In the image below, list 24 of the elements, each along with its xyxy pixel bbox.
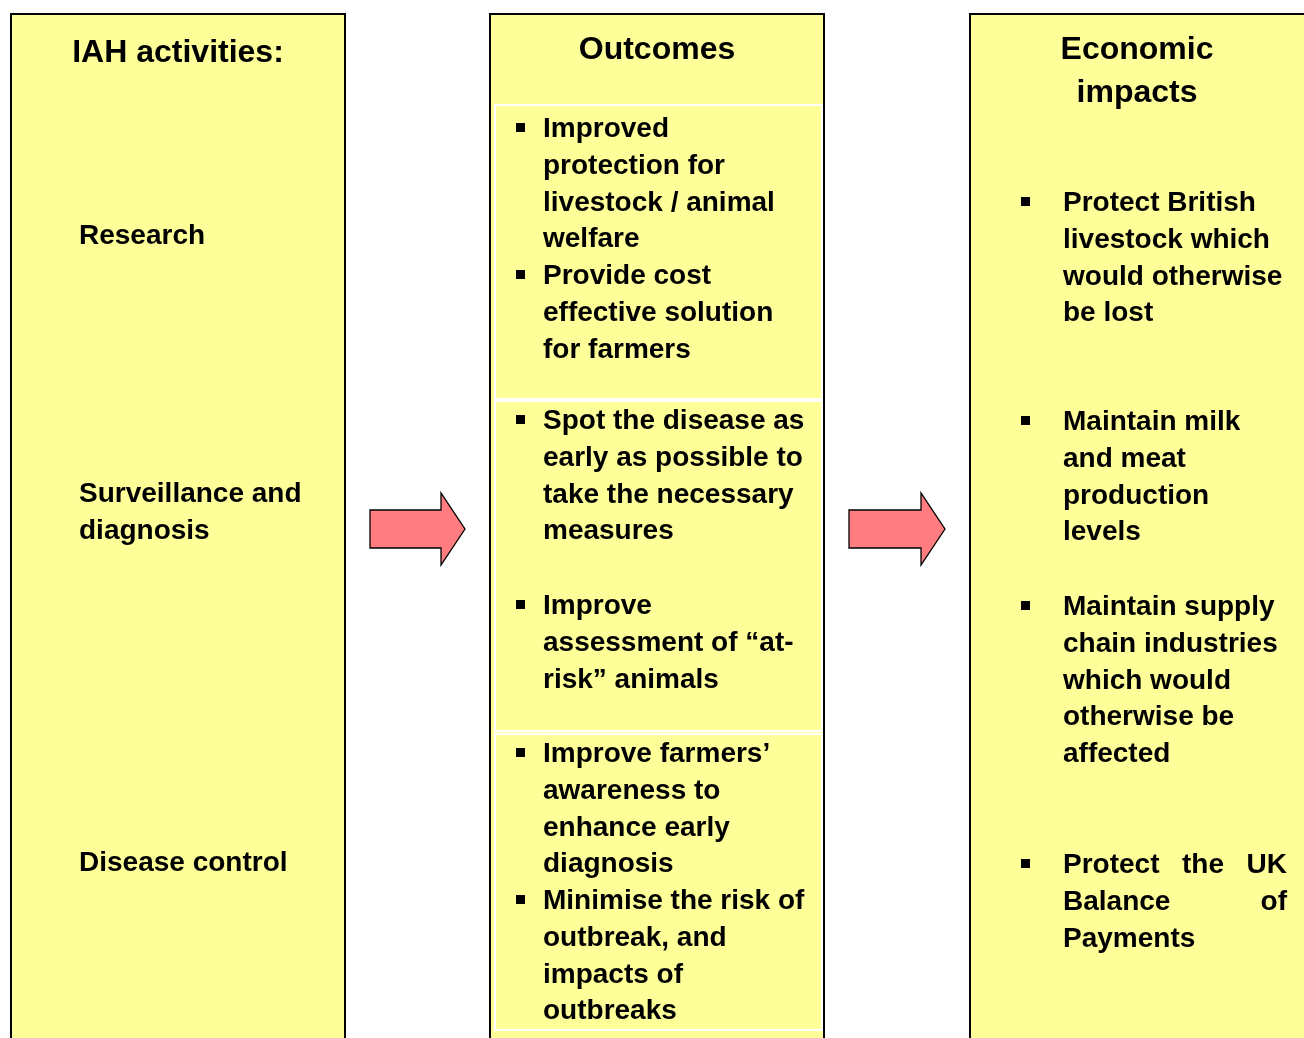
outcome-box [494,104,823,400]
bullet-item: Protect British livestock which would otherwise be lost [1021,184,1287,332]
block-arrow [848,490,946,568]
bullet-item: Improved protection for livestock / animal welfare [516,110,809,258]
bullet-item: Spot the disease as early as possible to take the necessary measures [516,402,809,550]
column-heading: IAH activities: [71,32,285,71]
activity-label: Surveillance and diagnosis [79,476,303,547]
outcomes-column [489,13,825,1038]
activities-column [10,13,346,1038]
impacts-column [969,13,1304,1038]
bullet-item: Improve farmers’ awareness to enhance early diagnosis [516,735,809,883]
bullet-item: Provide cost effective solution for farmers [516,257,809,368]
bullet-item: Improve assessment of “at-risk” animals [516,587,809,698]
outcome-box [494,733,823,1031]
activity-label: Research [79,218,206,252]
column-heading: Outcomes [577,29,737,68]
activity-label: Disease control [79,845,288,879]
column-heading: Economic impacts [1059,29,1215,111]
outcome-box [494,400,823,732]
bullet-item: Protect the UK Balance of Payments [1021,846,1287,957]
bullet-item: Maintain supply chain industries which would otherwise be affected [1021,588,1287,772]
block-arrow [369,490,466,568]
bullet-item: Minimise the risk of outbreak, and impacts of outbreaks [516,882,809,1030]
bullet-item: Maintain milk and meat production levels [1021,403,1287,551]
